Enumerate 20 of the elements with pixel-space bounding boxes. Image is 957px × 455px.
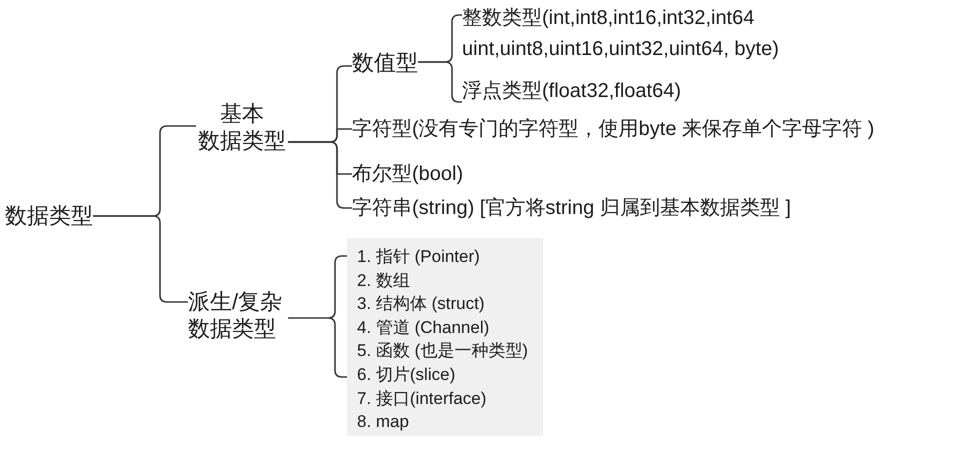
list-item: 5. 函数 (也是一种类型): [357, 340, 529, 362]
category-label: 数据类型: [5, 202, 93, 230]
list-item: 4. 管道 (Channel): [357, 316, 490, 339]
category-label: 派生/复杂数据类型: [188, 288, 288, 342]
type-label: 浮点类型(float32,float64): [462, 77, 681, 105]
type-label: 布尔型(bool): [352, 160, 464, 188]
list-item: 7. 接口(interface): [357, 388, 488, 410]
list-item: 2. 数组: [357, 270, 411, 292]
list-panel: [347, 238, 543, 436]
list-item: 6. 切片(slice): [357, 364, 456, 386]
category-label: 基本数据类型: [196, 100, 288, 154]
list-item: 1. 指针 (Pointer): [357, 246, 481, 268]
list-item: 3. 结构体 (struct): [357, 293, 486, 316]
brace-connector: [287, 255, 348, 378]
type-label: 整数类型(int,int8,int16,int32,int64 uint,uint8,uint16,uint32,uint64, byte): [462, 3, 792, 65]
type-label: 字符串(string) [官方将string 归属到基本数据类型 ]: [352, 194, 791, 222]
list-item: 8. map: [357, 411, 410, 434]
category-label: 数值型: [352, 49, 418, 77]
type-label: 字符型(没有专门的字符型，使用byte 来保存单个字母字符 ): [352, 115, 874, 143]
brace-connector: [93, 215, 188, 303]
